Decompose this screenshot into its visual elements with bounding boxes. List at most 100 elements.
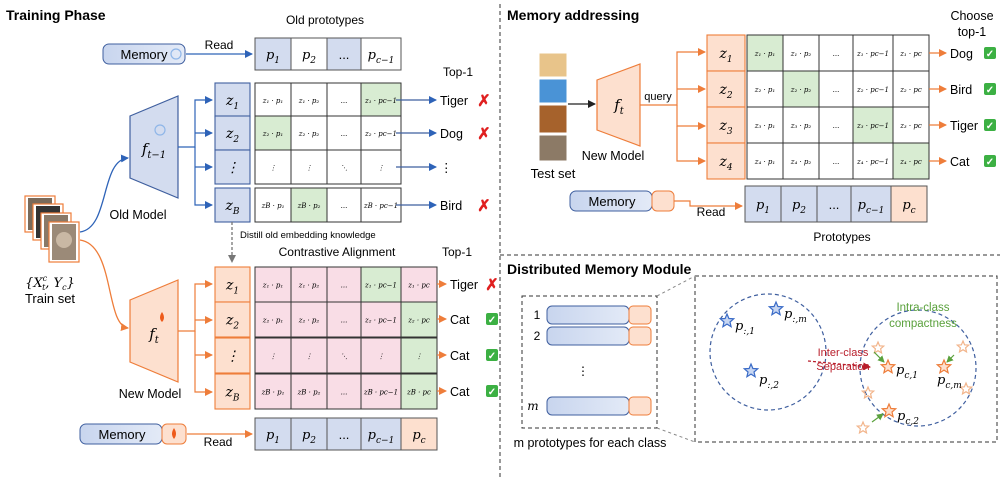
prototype-star-label: pc,m: [937, 373, 962, 391]
addr-z-text: z3: [718, 118, 732, 137]
prototype-star-orange: [879, 358, 897, 374]
new-grid-text: ⋮: [306, 353, 313, 361]
prototype-star-orange: [935, 358, 953, 374]
check-icon: [984, 47, 996, 59]
read-label-bottom: Read: [204, 435, 233, 449]
old-proto-text: pc−1: [368, 48, 395, 66]
check-icon: [486, 313, 498, 325]
check-icon: [486, 385, 498, 397]
old-prototypes-label: Old prototypes: [286, 13, 364, 27]
new-proto-text: pc: [412, 428, 425, 446]
addr-grid-cell: [782, 142, 820, 180]
new-proto-text: pc−1: [368, 428, 395, 446]
choose-label: Choose: [950, 9, 993, 23]
inter-class-label-1: Inter-class: [818, 347, 869, 359]
new-memory-block: Memory: [79, 423, 187, 445]
cross-icon: ✗: [477, 126, 490, 143]
old-grid-cell: [254, 149, 292, 185]
addr-grid-cell: [818, 70, 854, 108]
addr-grid-cell: [818, 142, 854, 180]
prototype-star-label: p:,m: [784, 307, 807, 325]
frozen-icon: [170, 48, 182, 60]
new-z-text: z2: [225, 313, 239, 332]
intra-class-arrow: [946, 354, 955, 363]
prototype-star-blue: [742, 362, 760, 378]
addr-fanout-arrows: [640, 48, 706, 165]
old-memory-block: Memory: [102, 43, 186, 65]
bank-index-2: 2: [534, 329, 541, 343]
prototype-star-blue: [718, 312, 736, 328]
new-proto-text: p1: [266, 428, 280, 446]
addr-z-text: z2: [718, 82, 732, 101]
addr-grid-cell: [892, 70, 930, 108]
addr-grid-cell: [746, 34, 784, 72]
new-proto-text: p2: [302, 428, 316, 446]
new-grid-cell: [400, 266, 438, 303]
intra-class-label-2: compactness: [889, 318, 957, 330]
old-grid-cell: [254, 187, 292, 223]
addr-result-label: Tiger: [950, 119, 978, 133]
new-proto-text: ...: [339, 427, 350, 442]
new-grid-text: z₁ · pc: [407, 282, 430, 290]
new-grid-text: z₁ · p₁: [262, 282, 284, 290]
check-icon: [984, 119, 996, 131]
addr-grid-text: ...: [833, 122, 840, 130]
intra-class-arrow: [873, 351, 885, 363]
old-proto-cell: [360, 37, 402, 71]
bank-caption: m prototypes for each class: [514, 436, 667, 450]
addr-memory-block: Memory: [569, 190, 675, 212]
check-glyph: ✓: [986, 121, 994, 132]
addr-grid-text: z₃ · p₁: [754, 122, 776, 130]
old-grid-text: ⋱: [341, 164, 348, 172]
fire-icon-bottom: [172, 428, 176, 439]
new-grid-text: z₁ · p₂: [298, 282, 320, 290]
test-set-images: [538, 52, 568, 162]
old-model-label: Old Model: [110, 208, 167, 222]
contrastive-label: Contrastive Alignment: [279, 245, 396, 259]
old-z-cell: [214, 149, 251, 185]
train-set-label: Train set: [25, 291, 75, 306]
addr-results: Dog✓Bird✓Tiger✓Cat✓: [929, 47, 996, 169]
old-result-label: ⋮: [440, 161, 453, 175]
prototype-star-orange: [880, 402, 898, 418]
distributed-memory-title: Distributed Memory Module: [507, 261, 692, 277]
class-cluster-left: [709, 293, 827, 411]
old-z-text: z2: [225, 126, 239, 145]
prototype-star-label: p:,2: [759, 373, 779, 391]
new-grid-cell: [290, 337, 328, 374]
old-model-encoder: ft−1: [129, 95, 179, 199]
new-model-encoder: ft: [129, 279, 179, 383]
old-results: Tiger✗Dog✗⋮Bird✗: [396, 93, 491, 215]
old-grid-cell: [290, 82, 328, 118]
test-set-label: Test set: [531, 166, 576, 181]
old-z-cell: [214, 82, 251, 118]
addr-grid-text: z₃ · pc: [899, 122, 922, 130]
faded-star: [855, 420, 871, 435]
old-grid-cell: [360, 187, 402, 223]
old-result-label: Tiger: [440, 94, 468, 108]
addr-model-encoder: ft: [596, 63, 641, 147]
new-z-text: ⋮: [226, 349, 240, 365]
new-grid-text: ⋮: [416, 353, 423, 361]
old-grid-cell: [290, 149, 328, 185]
addr-grid-cell: [852, 34, 894, 72]
new-grid-cell: [400, 337, 438, 374]
old-grid-cell: [326, 149, 362, 185]
old-grid-text: z₂ · p₁: [262, 130, 284, 138]
new-result-label: Cat: [450, 349, 470, 363]
new-grid-text: ⋮: [270, 353, 277, 361]
inter-class-label-2: Separation: [816, 361, 869, 373]
addr-proto-text: p1: [756, 198, 770, 216]
new-z-text: zB: [224, 385, 239, 404]
addr-grid-cell: [746, 106, 784, 144]
addr-grid-text: z₂ · pc: [899, 86, 922, 94]
old-grid-text: ⋮: [306, 164, 313, 172]
old-grid-text: zB · p₂: [297, 202, 321, 210]
old-fanout-arrows: [178, 96, 213, 209]
new-result-label: Tiger: [450, 278, 478, 292]
top1-label-addr: top-1: [958, 25, 987, 39]
